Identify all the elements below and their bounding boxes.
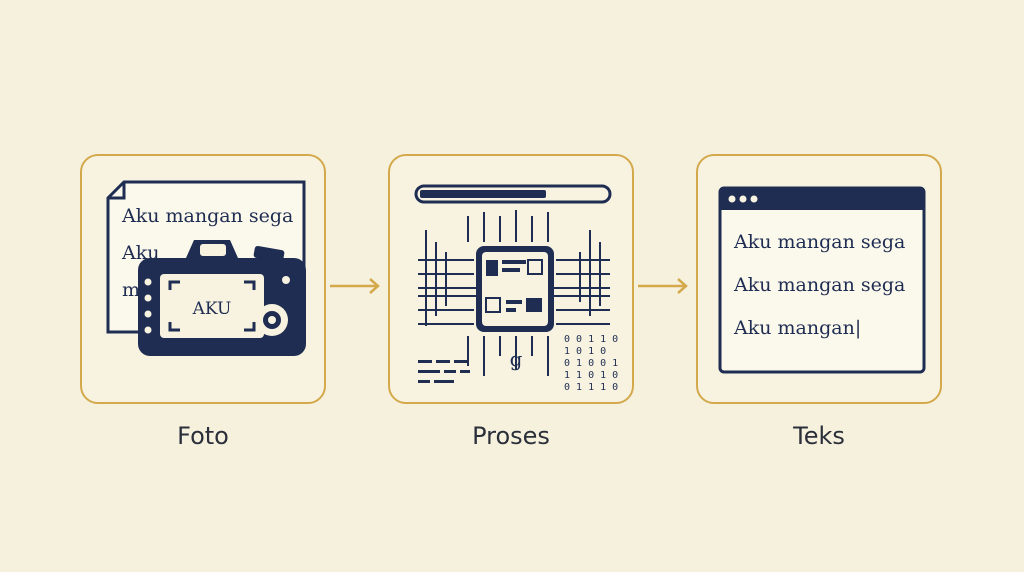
browser-window-icon: Aku mangan sega Aku mangan sega Aku mang… [718,186,926,374]
proses-card: g 0 0 1 1 0 1 0 1 0 0 1 0 0 1 1 1 0 1 0 … [388,154,634,404]
text-line-2: Aku mangan sega [733,274,905,296]
camera-document-illustration: Aku mangan sega Aku m AKU [106,180,306,356]
text-line-3: Aku mangan| [733,317,861,339]
binary-row-1: 0 0 1 1 0 [564,334,618,345]
progress-fill [420,190,546,198]
binary-row-2: 1 0 1 0 [564,346,606,357]
teks-card: Aku mangan sega Aku mangan sega Aku mang… [696,154,942,404]
binary-row-4: 1 1 0 1 0 [564,370,618,381]
binary-row-3: 0 1 0 0 1 [564,358,618,369]
binary-row-5: 0 1 1 1 0 [564,382,618,393]
progress-bar [414,184,612,204]
step-label-proses: Proses [472,422,550,450]
circuit-traces [418,210,610,376]
viewfinder-text: AKU [192,299,232,319]
arrow-right-icon [638,278,688,294]
doc-line-1: Aku mangan sega [121,205,293,227]
binary-stream: 0 0 1 1 0 1 0 1 0 0 1 0 0 1 1 1 0 1 0 0 … [564,334,618,393]
arrow-right-icon [330,278,380,294]
processor-chip-icon [476,246,554,332]
doc-line-3: m [122,279,140,301]
data-stream-marks [418,360,470,383]
chip-glyph: g [510,347,523,371]
camera-icon: AKU [138,240,306,356]
text-line-1: Aku mangan sega [733,231,905,253]
step-label-teks: Teks [793,422,845,450]
processor-illustration: g 0 0 1 1 0 1 0 1 0 0 1 0 0 1 1 1 0 1 0 … [414,184,618,393]
step-label-foto: Foto [177,422,229,450]
foto-card: Aku mangan sega Aku m AKU [80,154,326,404]
